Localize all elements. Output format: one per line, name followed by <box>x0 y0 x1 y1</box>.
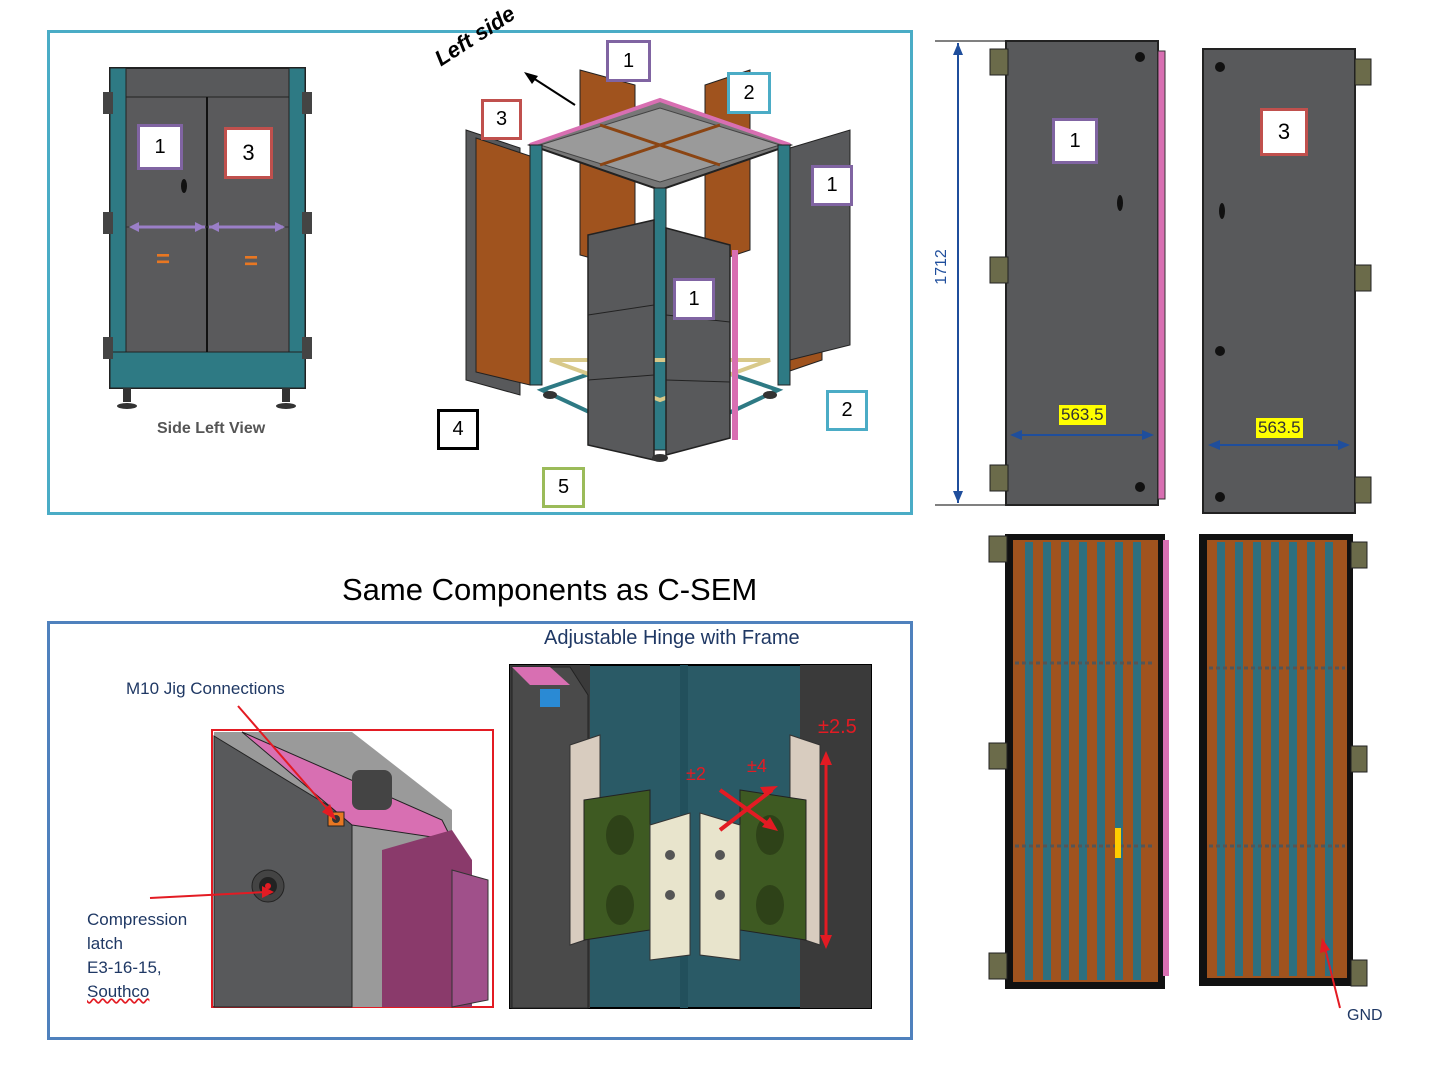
latch-line-1: Compression <box>87 910 188 929</box>
left-side-arrow <box>524 72 576 106</box>
iso-tag-1-top: 1 <box>606 40 651 82</box>
width-dimension-left: 563.5 <box>1059 405 1106 425</box>
tolerance-2: ±2 <box>686 764 706 784</box>
iso-tag-1-front: 1 <box>673 278 715 320</box>
door-front-views-drawing <box>935 40 1372 514</box>
latch-line-3: E3-16-15, <box>87 958 162 977</box>
iso-tag-4: 4 <box>437 409 479 450</box>
bottom-panel <box>47 621 913 1040</box>
side-view-tag-3: 3 <box>224 127 273 179</box>
side-view-tag-1: 1 <box>137 124 183 170</box>
compression-latch-label: Compression latch E3-16-15, Southco <box>87 908 187 1004</box>
latch-line-2: latch <box>87 934 123 953</box>
door-tag-1: 1 <box>1052 118 1098 164</box>
gnd-label: GND <box>1347 1007 1383 1024</box>
height-dimension-label: 1712 <box>933 249 950 285</box>
equal-mark-right: = <box>244 248 259 275</box>
top-panel <box>47 30 913 515</box>
iso-tag-2-top: 2 <box>727 72 771 114</box>
equal-mark-left: = <box>156 246 171 273</box>
tolerance-2-5: ±2.5 <box>818 716 857 738</box>
m10-jig-label: M10 Jig Connections <box>126 679 285 698</box>
width-dimension-right: 563.5 <box>1256 418 1303 438</box>
door-interior-views-drawing <box>988 534 1368 1009</box>
isometric-assembly-drawing <box>465 69 851 462</box>
door-tag-3: 3 <box>1260 108 1308 156</box>
iso-tag-1-right: 1 <box>811 165 853 206</box>
iso-tag-3: 3 <box>481 99 522 140</box>
latch-line-4: Southco <box>87 982 150 1001</box>
latch-detail-drawing <box>211 729 494 1008</box>
iso-tag-5: 5 <box>542 467 585 508</box>
hinge-title: Adjustable Hinge with Frame <box>544 627 800 649</box>
side-left-view-drawing <box>103 67 312 409</box>
section-title: Same Components as C-SEM <box>342 572 758 607</box>
side-view-caption: Side Left View <box>157 420 266 437</box>
hinge-detail-drawing <box>509 664 872 1009</box>
annotation-arrows <box>149 705 336 899</box>
tolerance-4: ±4 <box>747 756 767 776</box>
iso-tag-2-bottom: 2 <box>826 390 868 431</box>
